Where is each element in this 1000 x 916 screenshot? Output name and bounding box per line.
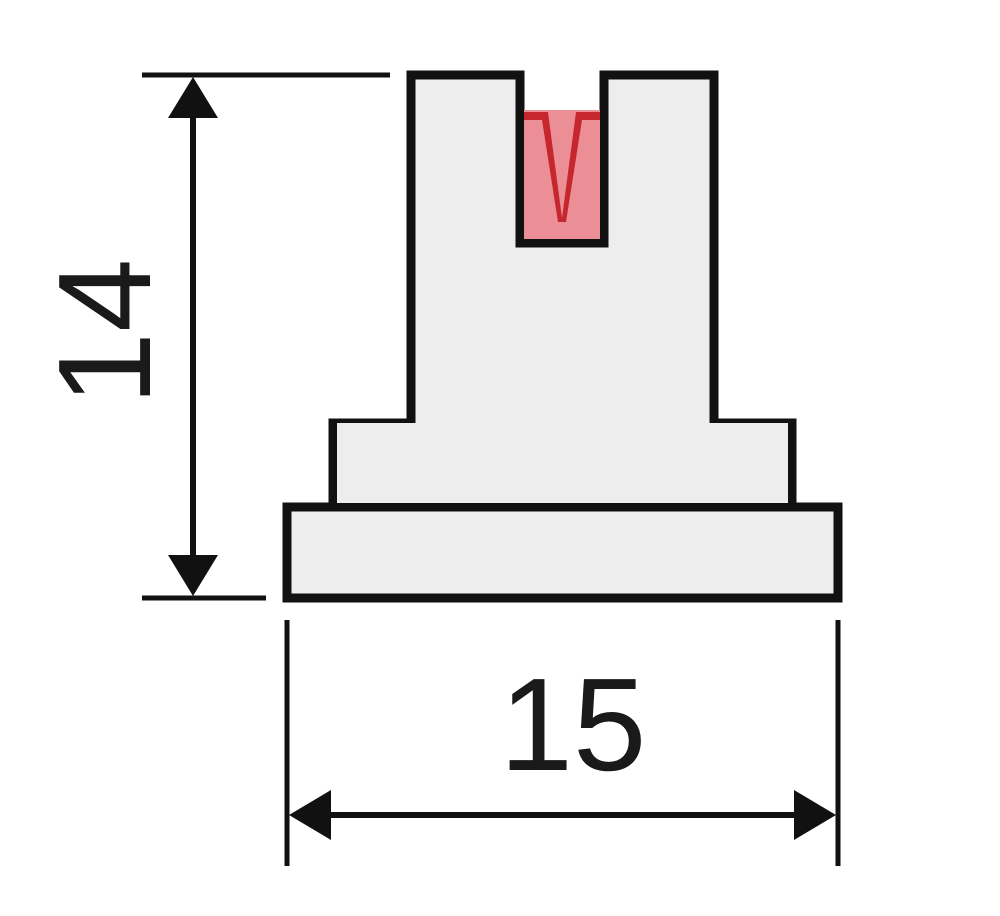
nozzle-insert (524, 110, 600, 239)
width-arrow-right (794, 790, 836, 840)
height-arrow-bottom (168, 555, 218, 596)
nozzle-body-join-fill (337, 423, 788, 431)
nozzle-upper-body (406, 70, 719, 427)
height-dimension-label: 14 (31, 259, 178, 406)
width-arrow-left (289, 790, 331, 840)
width-dimension-label: 15 (500, 651, 647, 798)
nozzle-middle-step-fill (337, 427, 788, 503)
nozzle-base-flange (282, 502, 843, 603)
height-arrow-top (168, 77, 218, 118)
